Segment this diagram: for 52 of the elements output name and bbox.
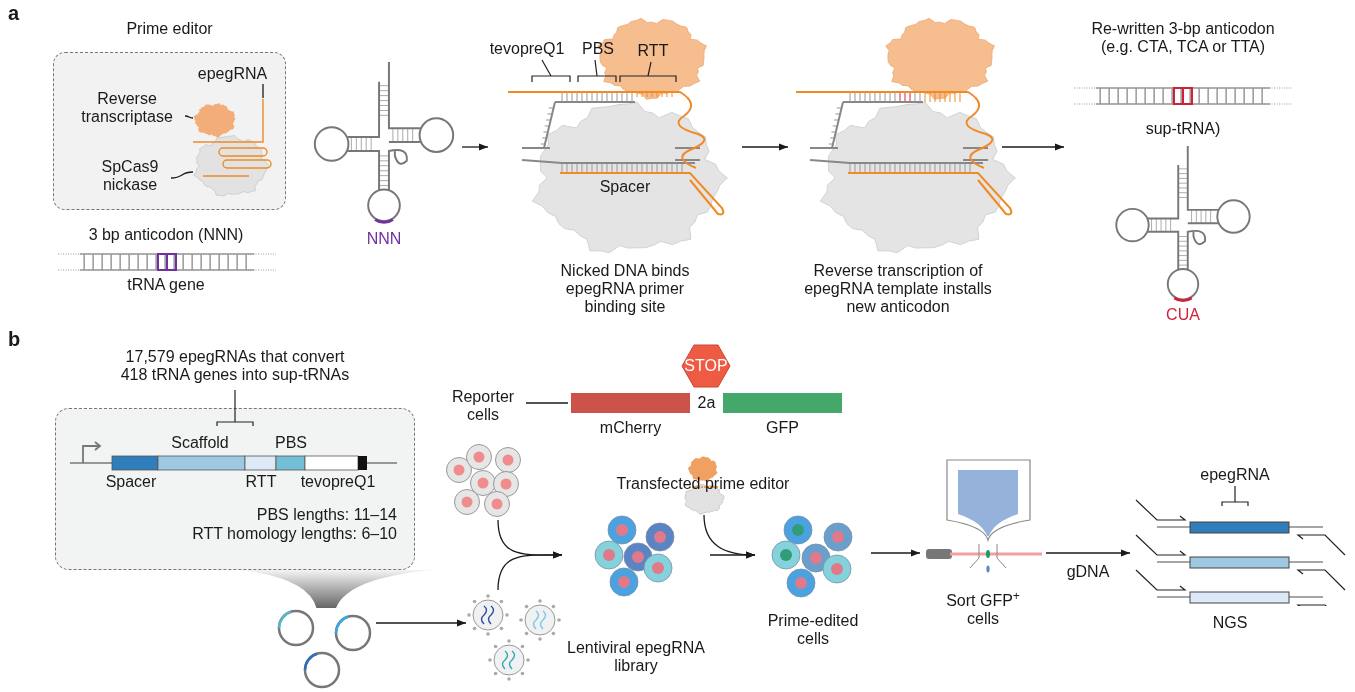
- dna-label: tRNA gene: [126, 276, 206, 294]
- leader-line: [525, 402, 569, 404]
- leader-line: [170, 171, 194, 179]
- cell-label: Reporter cells: [450, 388, 516, 424]
- arrow: [1001, 143, 1065, 151]
- molecule-label: sup-tRNA): [1144, 120, 1222, 138]
- step-caption: NGS: [1211, 614, 1249, 632]
- segment-label: Scaffold: [170, 434, 230, 452]
- edge-label: gDNA: [1064, 563, 1112, 581]
- arrow: [375, 619, 467, 627]
- step-caption: Sort GFP$^{+}$ cells: [945, 592, 1021, 628]
- arrow: [741, 143, 789, 151]
- sign-text: STOP: [683, 357, 729, 375]
- anticodon-label: CUA: [1165, 306, 1201, 324]
- arrow: [461, 143, 489, 151]
- panel-letter: a: [8, 4, 21, 22]
- leader-line: [184, 115, 194, 119]
- region-label: tevopreQ1: [488, 40, 566, 58]
- arrow: [1045, 549, 1131, 557]
- arrow: [703, 514, 756, 559]
- part-label: Reverse transcriptase: [80, 90, 174, 126]
- library-heading: 17,579 epegRNAs that convert 418 tRNA genes into sup-tRNAs: [119, 348, 351, 384]
- segment-label: tevopreQ1: [299, 473, 377, 491]
- step-caption: Nicked DNA binds epegRNA primer binding site: [559, 262, 691, 316]
- step-caption: Prime-edited cells: [766, 612, 860, 648]
- anticodon-label: NNN: [365, 230, 403, 248]
- gene-label: 2a: [696, 394, 717, 412]
- region-label: epegRNA: [1199, 466, 1271, 484]
- part-label: SpCas9 nickase: [100, 158, 160, 194]
- dna-label: 3 bp anticodon (NNN): [87, 226, 245, 244]
- segment-label: PBS: [274, 434, 308, 452]
- arrow: [870, 549, 921, 557]
- segment-label: Spacer: [104, 473, 158, 491]
- panel-letter: b: [8, 330, 22, 348]
- anticodon-heading: Re-written 3-bp anticodon (e.g. CTA, TCA or TTA): [1090, 20, 1276, 56]
- region-label: Spacer: [598, 178, 652, 196]
- prime-editor-drawing: [193, 98, 275, 198]
- region-label: PBS: [581, 40, 615, 58]
- step-caption: Lentiviral epegRNA library: [566, 639, 706, 675]
- length-note: PBS lengths: 11–14: [255, 506, 397, 524]
- step-caption: Transfected prime editor: [615, 475, 791, 493]
- segment-label: RTT: [244, 473, 278, 491]
- step-caption: Reverse transcription of epegRNA template installs new anticodon: [803, 262, 993, 316]
- length-note: RTT homology lengths: 6–10: [191, 525, 397, 543]
- gene-label: GFP: [765, 419, 800, 437]
- arrow: [497, 551, 563, 591]
- part-label: epegRNA: [196, 65, 269, 83]
- region-label: RTT: [636, 42, 670, 60]
- reporter-cells-drawing: [445, 443, 523, 520]
- gene-label: mCherry: [598, 419, 663, 437]
- panel-heading: Prime editor: [125, 20, 214, 38]
- leader-line: [262, 83, 264, 99]
